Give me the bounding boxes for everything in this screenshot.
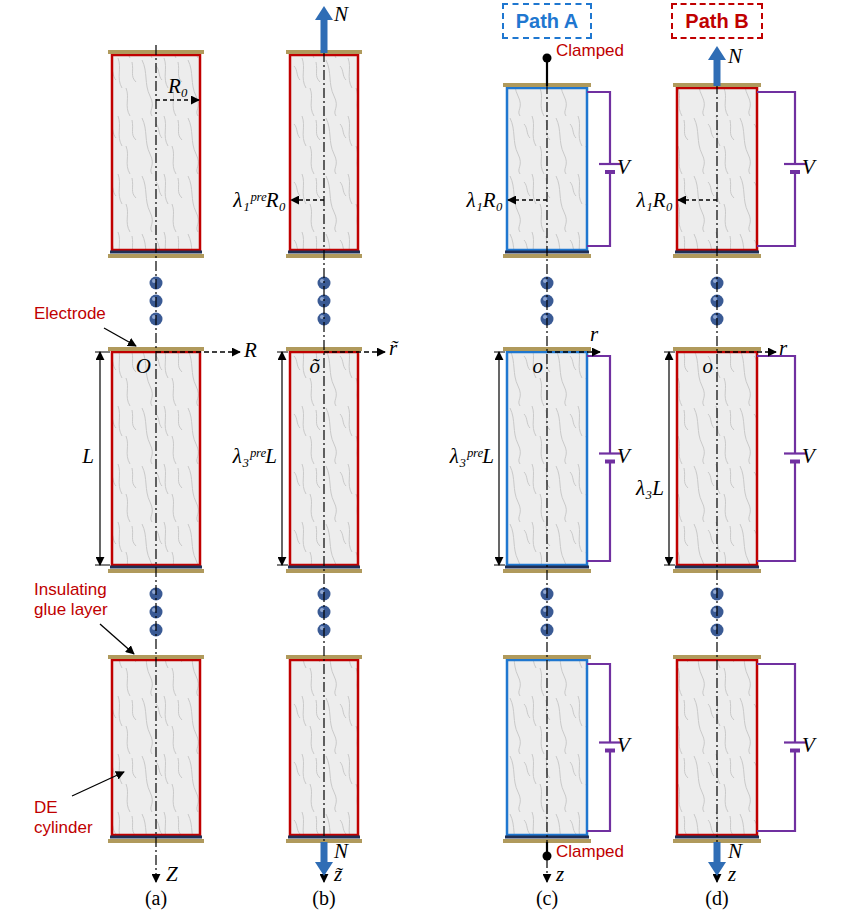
math-label: L: [82, 446, 94, 467]
force-arrow: [714, 842, 721, 862]
part-label: Clamped: [556, 843, 624, 860]
math-label: z: [728, 864, 736, 885]
clamp: [543, 54, 552, 63]
radius-arrow: [291, 199, 324, 201]
battery-symbol: [605, 749, 615, 753]
battery-symbol: [790, 749, 800, 753]
math-label: λ₃ᵖʳᵉL: [450, 446, 494, 467]
panel-label: (c): [536, 888, 558, 908]
math-label: V: [802, 735, 815, 756]
dimension-tick: [277, 565, 288, 566]
wire: [757, 356, 795, 561]
math-label: λ₁R₀: [466, 190, 503, 211]
math-label: õ: [310, 356, 321, 377]
math-label: o: [533, 356, 544, 377]
force-arrow: [708, 862, 726, 876]
path-title: Path B: [685, 9, 748, 33]
wire: [587, 356, 610, 561]
leader-line: [72, 772, 124, 796]
axis: [155, 45, 156, 882]
radial-axis: [547, 351, 600, 352]
math-label: N: [728, 46, 742, 67]
path-box: Path A: [502, 3, 593, 39]
radial-axis: [156, 351, 240, 352]
force-arrow: [714, 60, 721, 86]
math-label: V: [617, 157, 630, 178]
axis: [546, 84, 547, 882]
dimension-tick: [494, 565, 505, 566]
math-label: Z: [166, 864, 178, 885]
math-label: λ₃L: [636, 478, 664, 499]
dimension-line: [498, 352, 499, 565]
math-label: N: [728, 841, 742, 862]
math-label: O: [136, 356, 151, 377]
battery-symbol: [605, 170, 615, 174]
force-arrow: [315, 862, 333, 876]
dimension-tick: [494, 352, 505, 353]
math-label: λ₁R₀: [636, 190, 673, 211]
dimension-tick: [95, 352, 110, 353]
radial-axis: [717, 351, 776, 352]
axis: [716, 84, 717, 882]
math-label: R: [244, 340, 257, 361]
wire: [587, 664, 610, 831]
math-label: V: [617, 735, 630, 756]
battery-symbol: [790, 460, 800, 464]
force-arrow: [315, 6, 333, 20]
path-title: Path A: [516, 9, 579, 33]
force-arrow: [321, 842, 328, 862]
part-label: Electrode: [34, 304, 106, 324]
leader-line: [104, 328, 136, 346]
panel-label: (a): [145, 888, 167, 908]
panel-label: (b): [312, 888, 335, 908]
wire: [757, 664, 795, 831]
leader-line: [100, 624, 134, 654]
panel-label: (d): [705, 888, 728, 908]
math-label: r: [779, 338, 787, 359]
math-label: λ₁ᵖʳᵉR₀: [233, 190, 286, 211]
part-label: Insulating glue layer: [34, 580, 134, 619]
math-label: r̃: [389, 338, 397, 359]
math-label: V: [802, 157, 815, 178]
part-label: Clamped: [556, 42, 624, 59]
radius-arrow: [678, 199, 717, 201]
radius-arrow: [508, 199, 547, 201]
math-label: r: [590, 324, 598, 345]
battery-symbol: [790, 170, 800, 174]
math-label: V: [802, 446, 815, 467]
axis: [323, 52, 324, 882]
math-label: N: [334, 4, 348, 25]
math-label: R₀: [168, 76, 188, 97]
dimension-tick: [664, 352, 675, 353]
dimension-tick: [95, 565, 110, 566]
radius-arrow: [156, 99, 199, 101]
dimension-line: [281, 352, 282, 565]
wire: [757, 92, 795, 246]
dimension-tick: [664, 565, 675, 566]
force-arrow: [321, 20, 328, 53]
math-label: z: [556, 864, 564, 885]
battery-symbol: [605, 460, 615, 464]
math-label: λ₃ᵖʳᵉL: [233, 446, 277, 467]
dimension-line: [99, 352, 100, 565]
math-label: N: [334, 841, 348, 862]
part-label: DE cylinder: [34, 798, 109, 837]
path-box: Path B: [671, 3, 762, 39]
force-arrow: [708, 46, 726, 60]
dimension-tick: [277, 352, 288, 353]
math-label: z̃: [334, 864, 342, 885]
wire: [587, 92, 610, 246]
dimension-line: [668, 352, 669, 565]
clamp: [543, 852, 552, 861]
math-label: V: [617, 446, 630, 467]
radial-axis: [324, 351, 385, 352]
math-label: o: [703, 356, 714, 377]
